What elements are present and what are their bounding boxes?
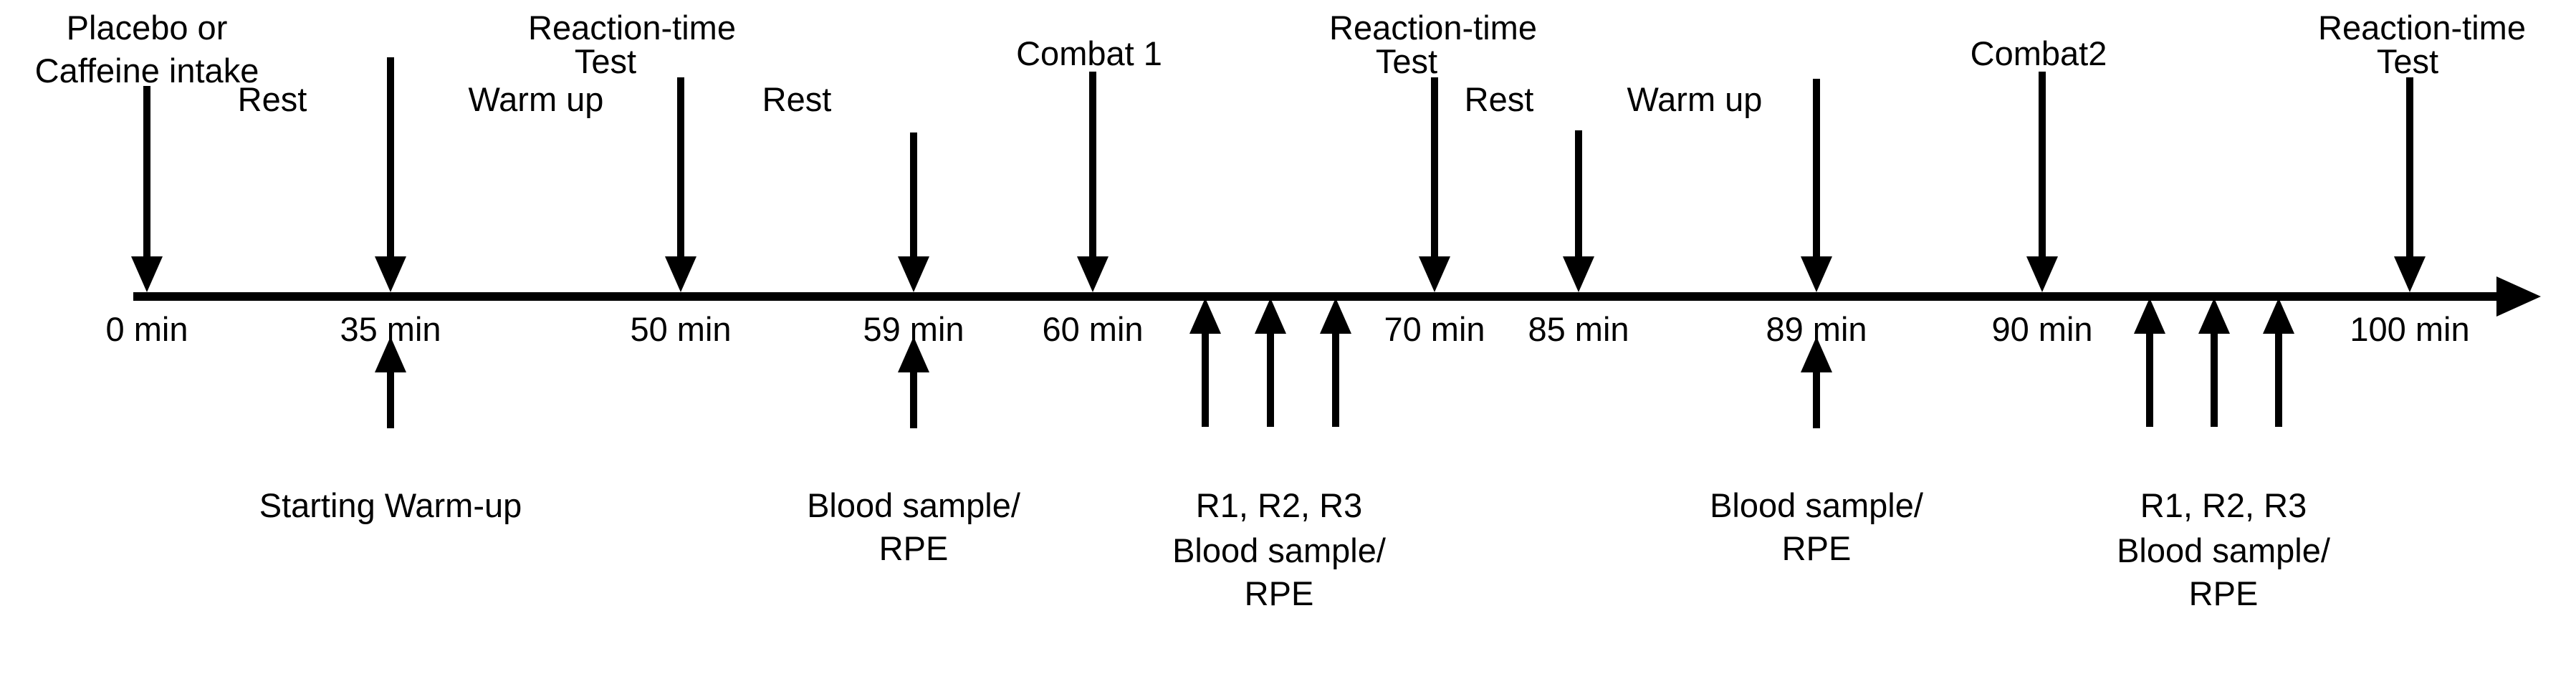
label-blood-sample-rpe-2-line2: RPE [1781, 529, 1852, 567]
label-reaction-time-test-3-line1: Reaction-time [2318, 9, 2526, 47]
label-r-blood-sample-rpe-2-line2: RPE [2188, 574, 2259, 612]
label-placebo-caffeine-intake-line2: Caffeine intake [34, 52, 259, 90]
time-label-70min: 70 min [1384, 310, 1485, 348]
label-reaction-time-test-1-line2: Test [574, 42, 637, 80]
time-label-89min: 89 min [1766, 310, 1867, 348]
label-starting-warm-up: Starting Warm-up [259, 486, 522, 524]
label-rest-1: Rest [237, 80, 307, 118]
label-blood-sample-rpe-1-line2: RPE [878, 529, 949, 567]
label-combat-2: Combat2 [1970, 34, 2107, 72]
label-r-blood-sample-rpe-1-line1: Blood sample/ [1172, 531, 1386, 569]
label-reaction-time-test-1-line1: Reaction-time [528, 9, 736, 47]
time-label-50min: 50 min [630, 310, 732, 348]
time-label-60min: 60 min [1042, 310, 1144, 348]
time-label-90min: 90 min [1991, 310, 2093, 348]
label-rest-2: Rest [762, 80, 832, 118]
label-r-series-2: R1, R2, R3 [2140, 486, 2307, 524]
timeline-axis-arrowhead-icon [2496, 276, 2541, 317]
label-placebo-caffeine-intake-line1: Placebo or [66, 9, 228, 47]
label-reaction-time-test-2-line2: Test [1375, 42, 1438, 80]
label-rest-3: Rest [1464, 80, 1534, 118]
label-warm-up-1: Warm up [468, 80, 604, 118]
label-r-blood-sample-rpe-2-line1: Blood sample/ [2117, 531, 2330, 569]
label-blood-sample-rpe-2-line1: Blood sample/ [1710, 486, 1923, 524]
label-blood-sample-rpe-1-line1: Blood sample/ [807, 486, 1020, 524]
label-reaction-time-test-3-line2: Test [2376, 42, 2439, 80]
timeline-axis-line [133, 292, 2498, 301]
time-label-85min: 85 min [1528, 310, 1629, 348]
label-r-blood-sample-rpe-1-line2: RPE [1244, 574, 1314, 612]
label-reaction-time-test-2-line1: Reaction-time [1329, 9, 1537, 47]
label-r-series-1: R1, R2, R3 [1195, 486, 1363, 524]
label-combat-1: Combat 1 [1016, 34, 1162, 72]
time-label-0min: 0 min [105, 310, 188, 348]
label-warm-up-2: Warm up [1627, 80, 1763, 118]
time-label-100min: 100 min [2350, 310, 2470, 348]
